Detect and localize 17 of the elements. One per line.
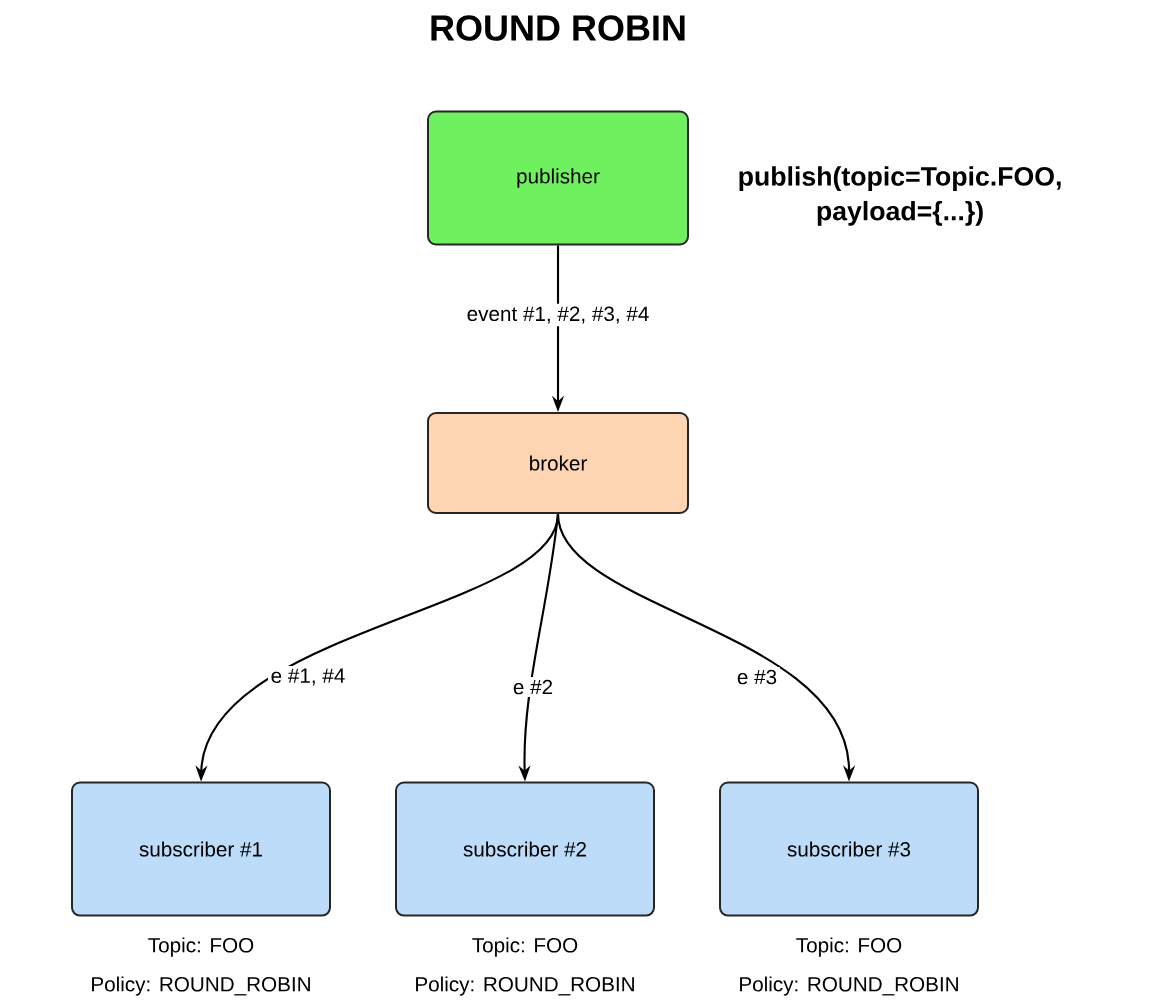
- process-box: subscriber #1: [71, 781, 331, 917]
- caption-text: Topic: FOO: [472, 937, 578, 957]
- process-box: subscriber #2: [395, 781, 655, 917]
- caption-text: Topic: FOO: [796, 937, 902, 957]
- edge-label: event #1, #2, #3, #4: [464, 303, 653, 327]
- caption-text: Topic: FOO: [148, 937, 254, 957]
- code-annotation: publish(topic=Topic.FOO, payload={...}): [739, 166, 1061, 226]
- edge-label: e #1, #4: [268, 665, 348, 689]
- process-box: publisher: [427, 110, 689, 246]
- process-box: subscriber #3: [719, 781, 979, 917]
- process-box: broker: [427, 412, 689, 514]
- edge-label: e #3: [734, 667, 780, 687]
- caption-text: Policy: ROUND_ROBIN: [416, 976, 634, 996]
- edge-label: e #2: [510, 677, 556, 697]
- title: ROUND ROBIN: [431, 15, 685, 41]
- caption-text: Policy: ROUND_ROBIN: [92, 976, 310, 996]
- caption-text: Policy: ROUND_ROBIN: [740, 976, 958, 996]
